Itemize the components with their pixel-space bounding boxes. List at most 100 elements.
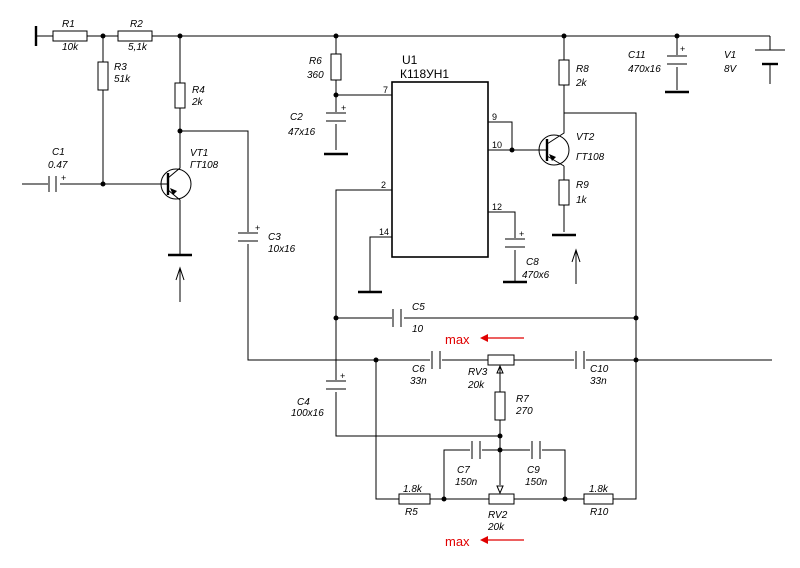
resistors <box>52 30 614 505</box>
label-c7-ref: C7 <box>457 465 470 476</box>
u1-pin-14: 14 <box>379 227 389 237</box>
resistor-r1 <box>52 30 88 42</box>
label-vt1-val: ГТ108 <box>190 160 219 171</box>
capacitor-c6 <box>431 351 441 369</box>
label-r6-val: 360 <box>307 70 324 81</box>
resistor-r10 <box>583 493 614 505</box>
ic-u1: 7 2 14 9 10 12 <box>379 81 502 258</box>
up-arrow-icon <box>571 248 581 284</box>
label-r8-val: 2k <box>575 78 588 89</box>
potentiometer-rv3 <box>487 354 515 366</box>
label-r1-ref: R1 <box>62 19 75 30</box>
left-arrow-icon <box>480 334 488 342</box>
label-c1-ref: C1 <box>52 147 65 158</box>
label-u1-ref: U1 <box>402 53 418 67</box>
potentiometer-rv2 <box>488 493 515 505</box>
label-r8-ref: R8 <box>576 64 589 75</box>
u1-pin-2: 2 <box>381 180 386 190</box>
u1-pin-7: 7 <box>383 85 388 95</box>
resistor-r9 <box>558 179 570 206</box>
svg-text:+: + <box>340 371 345 381</box>
label-r5-val: 1.8k <box>403 484 423 495</box>
capacitor-c4 <box>326 380 346 390</box>
svg-text:+: + <box>255 223 260 233</box>
capacitor-c8 <box>505 238 525 248</box>
svg-text:+: + <box>680 44 685 54</box>
max-annotation-bottom: max <box>445 534 524 549</box>
label-c10-val: 33n <box>590 376 607 387</box>
label-c11-val: 470x16 <box>628 64 661 75</box>
label-r10-ref: R10 <box>590 507 609 518</box>
label-rv3-ref: RV3 <box>468 367 488 378</box>
up-arrow-icon <box>175 266 185 302</box>
resistor-r7 <box>494 391 506 421</box>
capacitor-c2 <box>326 112 346 122</box>
label-c5-ref: C5 <box>412 302 425 313</box>
label-c10-ref: C10 <box>590 364 609 375</box>
transistor-vt2 <box>538 132 570 167</box>
max-label-bottom: max <box>445 534 470 549</box>
label-r10-val: 1.8k <box>589 484 609 495</box>
u1-pin-12: 12 <box>492 202 502 212</box>
label-vt2-ref: VT2 <box>576 132 595 143</box>
capacitor-c11 <box>667 55 687 65</box>
label-c9-val: 150n <box>525 477 548 488</box>
label-rv2-val: 20k <box>487 522 505 533</box>
label-r2-val: 5,1k <box>128 42 148 53</box>
label-c6-val: 33n <box>410 376 427 387</box>
svg-text:+: + <box>341 103 346 113</box>
transistor-vt1 <box>150 166 192 201</box>
label-r9-ref: R9 <box>576 180 589 191</box>
junction-dots <box>100 33 680 502</box>
label-c2-ref: C2 <box>290 112 303 123</box>
label-c9-ref: C9 <box>527 465 540 476</box>
label-v1-ref: V1 <box>724 50 736 61</box>
label-u1-val: К118УН1 <box>400 67 449 81</box>
capacitors: + + + + + + <box>48 44 687 459</box>
label-r7-ref: R7 <box>516 394 529 405</box>
resistor-r8 <box>558 59 570 86</box>
resistor-r4 <box>174 82 186 109</box>
label-c3-ref: C3 <box>268 232 281 243</box>
label-r2-ref: R2 <box>130 19 143 30</box>
capacitor-c10 <box>575 351 585 369</box>
label-rv3-val: 20k <box>467 380 485 391</box>
max-annotation-top: max <box>445 332 524 347</box>
wires <box>22 26 772 500</box>
label-c4-val: 100x16 <box>291 408 324 419</box>
label-c3-val: 10x16 <box>268 244 296 255</box>
label-c8-val: 470x6 <box>522 270 550 281</box>
label-v1-val: 8V <box>724 64 738 75</box>
label-vt2-val: ГТ108 <box>576 152 605 163</box>
label-c1-val: 0.47 <box>48 160 68 171</box>
u1-pin-9: 9 <box>492 112 497 122</box>
label-c2-val: 47x16 <box>288 127 316 138</box>
label-r6-ref: R6 <box>309 56 322 67</box>
label-c8-ref: C8 <box>526 257 539 268</box>
label-c7-val: 150n <box>455 477 478 488</box>
resistor-r6 <box>330 53 342 81</box>
battery-v1 <box>755 49 785 66</box>
label-r3-val: 51k <box>114 74 131 85</box>
label-r5-ref: R5 <box>405 507 418 518</box>
component-labels: R1 10k R2 5,1k R3 51k R4 2k C1 0.47 VT1 … <box>48 19 738 533</box>
capacitor-c1 <box>48 176 57 192</box>
capacitor-c5 <box>392 309 402 327</box>
label-c4-ref: C4 <box>297 397 310 408</box>
label-r1-val: 10k <box>62 42 79 53</box>
label-rv2-ref: RV2 <box>488 510 508 521</box>
resistor-r3 <box>97 61 109 91</box>
capacitor-c7 <box>471 441 481 459</box>
capacitor-c3 <box>238 232 258 242</box>
label-r9-val: 1k <box>576 195 588 206</box>
label-r3-ref: R3 <box>114 62 127 73</box>
svg-text:+: + <box>519 229 524 239</box>
label-vt1-ref: VT1 <box>190 148 208 159</box>
label-r4-ref: R4 <box>192 85 205 96</box>
left-arrow-icon <box>480 536 488 544</box>
up-arrow-icons <box>175 248 581 302</box>
capacitor-c9 <box>531 441 541 459</box>
resistor-r2 <box>117 30 153 42</box>
svg-text:+: + <box>61 173 66 183</box>
